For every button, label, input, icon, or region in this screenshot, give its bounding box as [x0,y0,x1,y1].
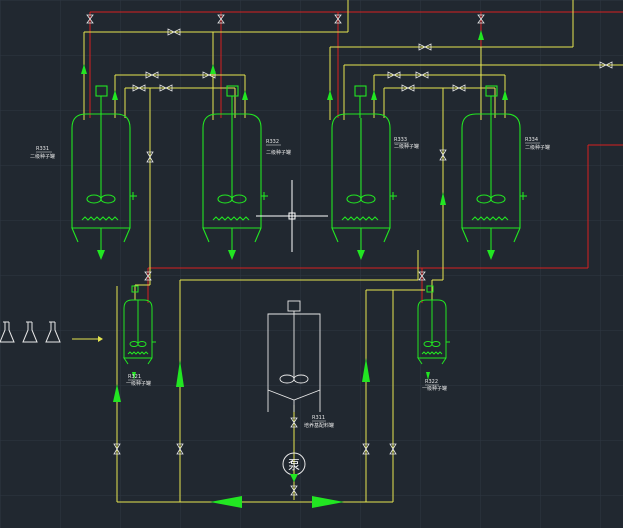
valve-icon [452,84,466,92]
valve-icon [362,443,370,455]
valve-icon [389,443,397,455]
crosshair-icon [256,180,328,252]
arrow-up-icon [327,90,333,100]
flask-icon [0,321,15,343]
label-r321-code: R321 [128,374,141,380]
valve-icon [290,417,298,428]
valve-icon [415,71,429,79]
valve-icon [290,485,298,496]
valve-icon [599,61,613,69]
valve-icon [387,71,401,79]
label-r332-code: R332 [266,139,279,145]
arrow-up-icon [440,192,446,205]
valve-icon [86,14,94,24]
yellow-pipe-network [72,0,623,503]
arrow-up-icon [371,90,377,100]
valve-icon [418,43,432,51]
label-r311-desc: 培养基配料罐 [304,422,334,429]
tank-r311 [267,300,321,412]
arrow-up-icon [242,90,248,100]
label-r311-code: R311 [312,415,325,421]
arrow-up-icon [113,384,121,402]
label-r334-desc: 二级种子罐 [525,144,550,151]
arrow-up-icon [112,90,118,100]
label-r332-desc: 二级种子罐 [266,149,291,156]
label-r333-desc: 二级种子罐 [394,143,419,150]
valve-icon [401,84,415,92]
tank-r321 [123,285,156,365]
tank-r322 [417,285,450,365]
label-r322-desc: 一级种子罐 [422,385,447,392]
valve-icon [418,271,426,281]
tank-r334 [461,85,527,256]
valve-icon [167,28,181,36]
valve-icon [146,151,154,163]
feed-arrow-icon [98,336,103,342]
label-r322-code: R322 [425,379,438,385]
primary-seed-tanks [123,285,450,365]
label-r321-desc: 一级种子罐 [126,380,151,387]
arrow-down-icon [132,372,136,380]
label-r331-code: R331 [36,146,49,152]
valve-icon [477,14,485,24]
label-r333-code: R333 [394,137,407,143]
arrow-up-icon [81,64,87,74]
arrow-right-icon [312,496,344,508]
vessel-labels: R331 二级种子罐 R332 二级种子罐 R333 二级种子罐 R334 二级… [30,137,550,429]
valve-group [86,14,613,496]
arrow-up-icon [210,64,216,74]
arrow-left-icon [210,496,242,508]
valve-icon [334,14,342,24]
arrow-up-icon [362,358,370,382]
flask-icon [45,321,61,343]
valve-icon [217,14,225,24]
arrow-down-icon [228,250,236,260]
valve-icon [132,84,146,92]
arrow-down-icon [357,250,365,260]
valve-icon [145,71,159,79]
arrow-down-icon [97,250,105,260]
valve-icon [159,84,173,92]
label-r334-code: R334 [525,137,538,143]
pump-label: 泵 [288,458,300,472]
label-r331-desc: 二级种子罐 [30,153,55,160]
flask-icon [22,321,38,343]
valve-icon [439,149,447,161]
valve-icon [113,443,121,455]
arrow-down-icon [290,474,298,482]
arrow-down-icon [426,372,430,380]
arrow-down-icon [487,250,495,260]
arrow-up-icon [478,30,484,40]
arrow-up-icon [176,360,184,387]
flask-group [0,321,61,343]
secondary-seed-tanks [71,85,527,256]
valve-icon [176,443,184,455]
flow-arrows [81,30,508,508]
tank-r331 [71,85,137,256]
arrow-up-icon [502,90,508,100]
valve-icon [144,271,152,281]
tank-r332 [202,85,268,256]
